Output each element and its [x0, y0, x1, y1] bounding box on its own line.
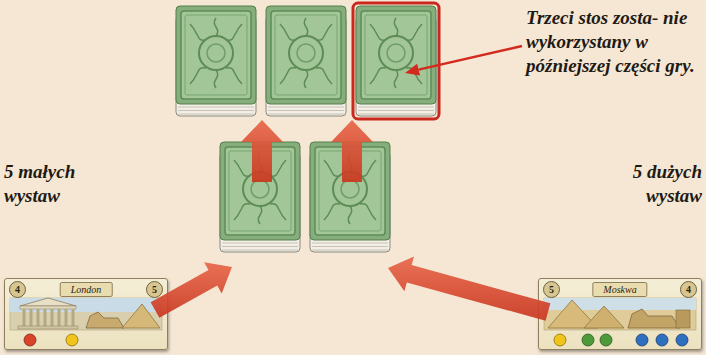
card-number: 5 [146, 281, 163, 298]
group-label: 5 dużych wystaw [590, 160, 702, 208]
card-number: 5 [543, 281, 560, 298]
card-number: 4 [680, 281, 697, 298]
exhibition-card: 4 London 5 [4, 278, 168, 350]
card-title: London [60, 282, 113, 297]
card-title: Moskwa [592, 282, 647, 297]
group-label: 5 małych wystaw [4, 160, 116, 208]
exhibition-card: 5 Moskwa 4 [538, 278, 702, 350]
card-number: 4 [9, 281, 26, 298]
callout-note: Trzeci stos zosta- nie wykorzystany w pó… [526, 6, 702, 78]
